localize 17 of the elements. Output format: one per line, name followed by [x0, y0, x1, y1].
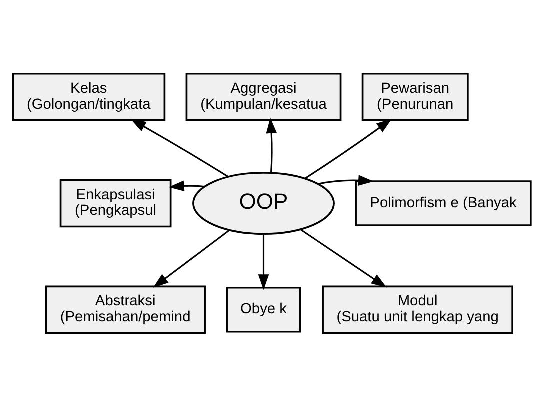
- node-box: Pewarisan (Penurunan: [362, 72, 469, 122]
- arrow: [258, 234, 270, 290]
- arrow: [153, 230, 230, 288]
- node-box: Aggregasi (Kumpulan/kesatua: [186, 72, 342, 122]
- arrow: [305, 118, 392, 180]
- arrow: [266, 118, 277, 173]
- node-box: Kelas (Golongan/tingkata: [12, 72, 166, 122]
- arrow: [318, 175, 374, 186]
- node-box: Polimorfism e (Banyak: [355, 180, 532, 226]
- node-ellipse: OOP: [192, 172, 335, 235]
- node-box: Abstraksi (Pemisahan/pemind: [45, 286, 206, 334]
- node-box: Enkapsulasi (Pengkapsul: [60, 179, 172, 228]
- arrow: [130, 119, 229, 178]
- node-box: Obye k: [226, 286, 302, 333]
- node-box: Modul (Suatu unit lengkap yang: [322, 286, 514, 334]
- arrow: [300, 228, 387, 288]
- arrow: [168, 180, 205, 192]
